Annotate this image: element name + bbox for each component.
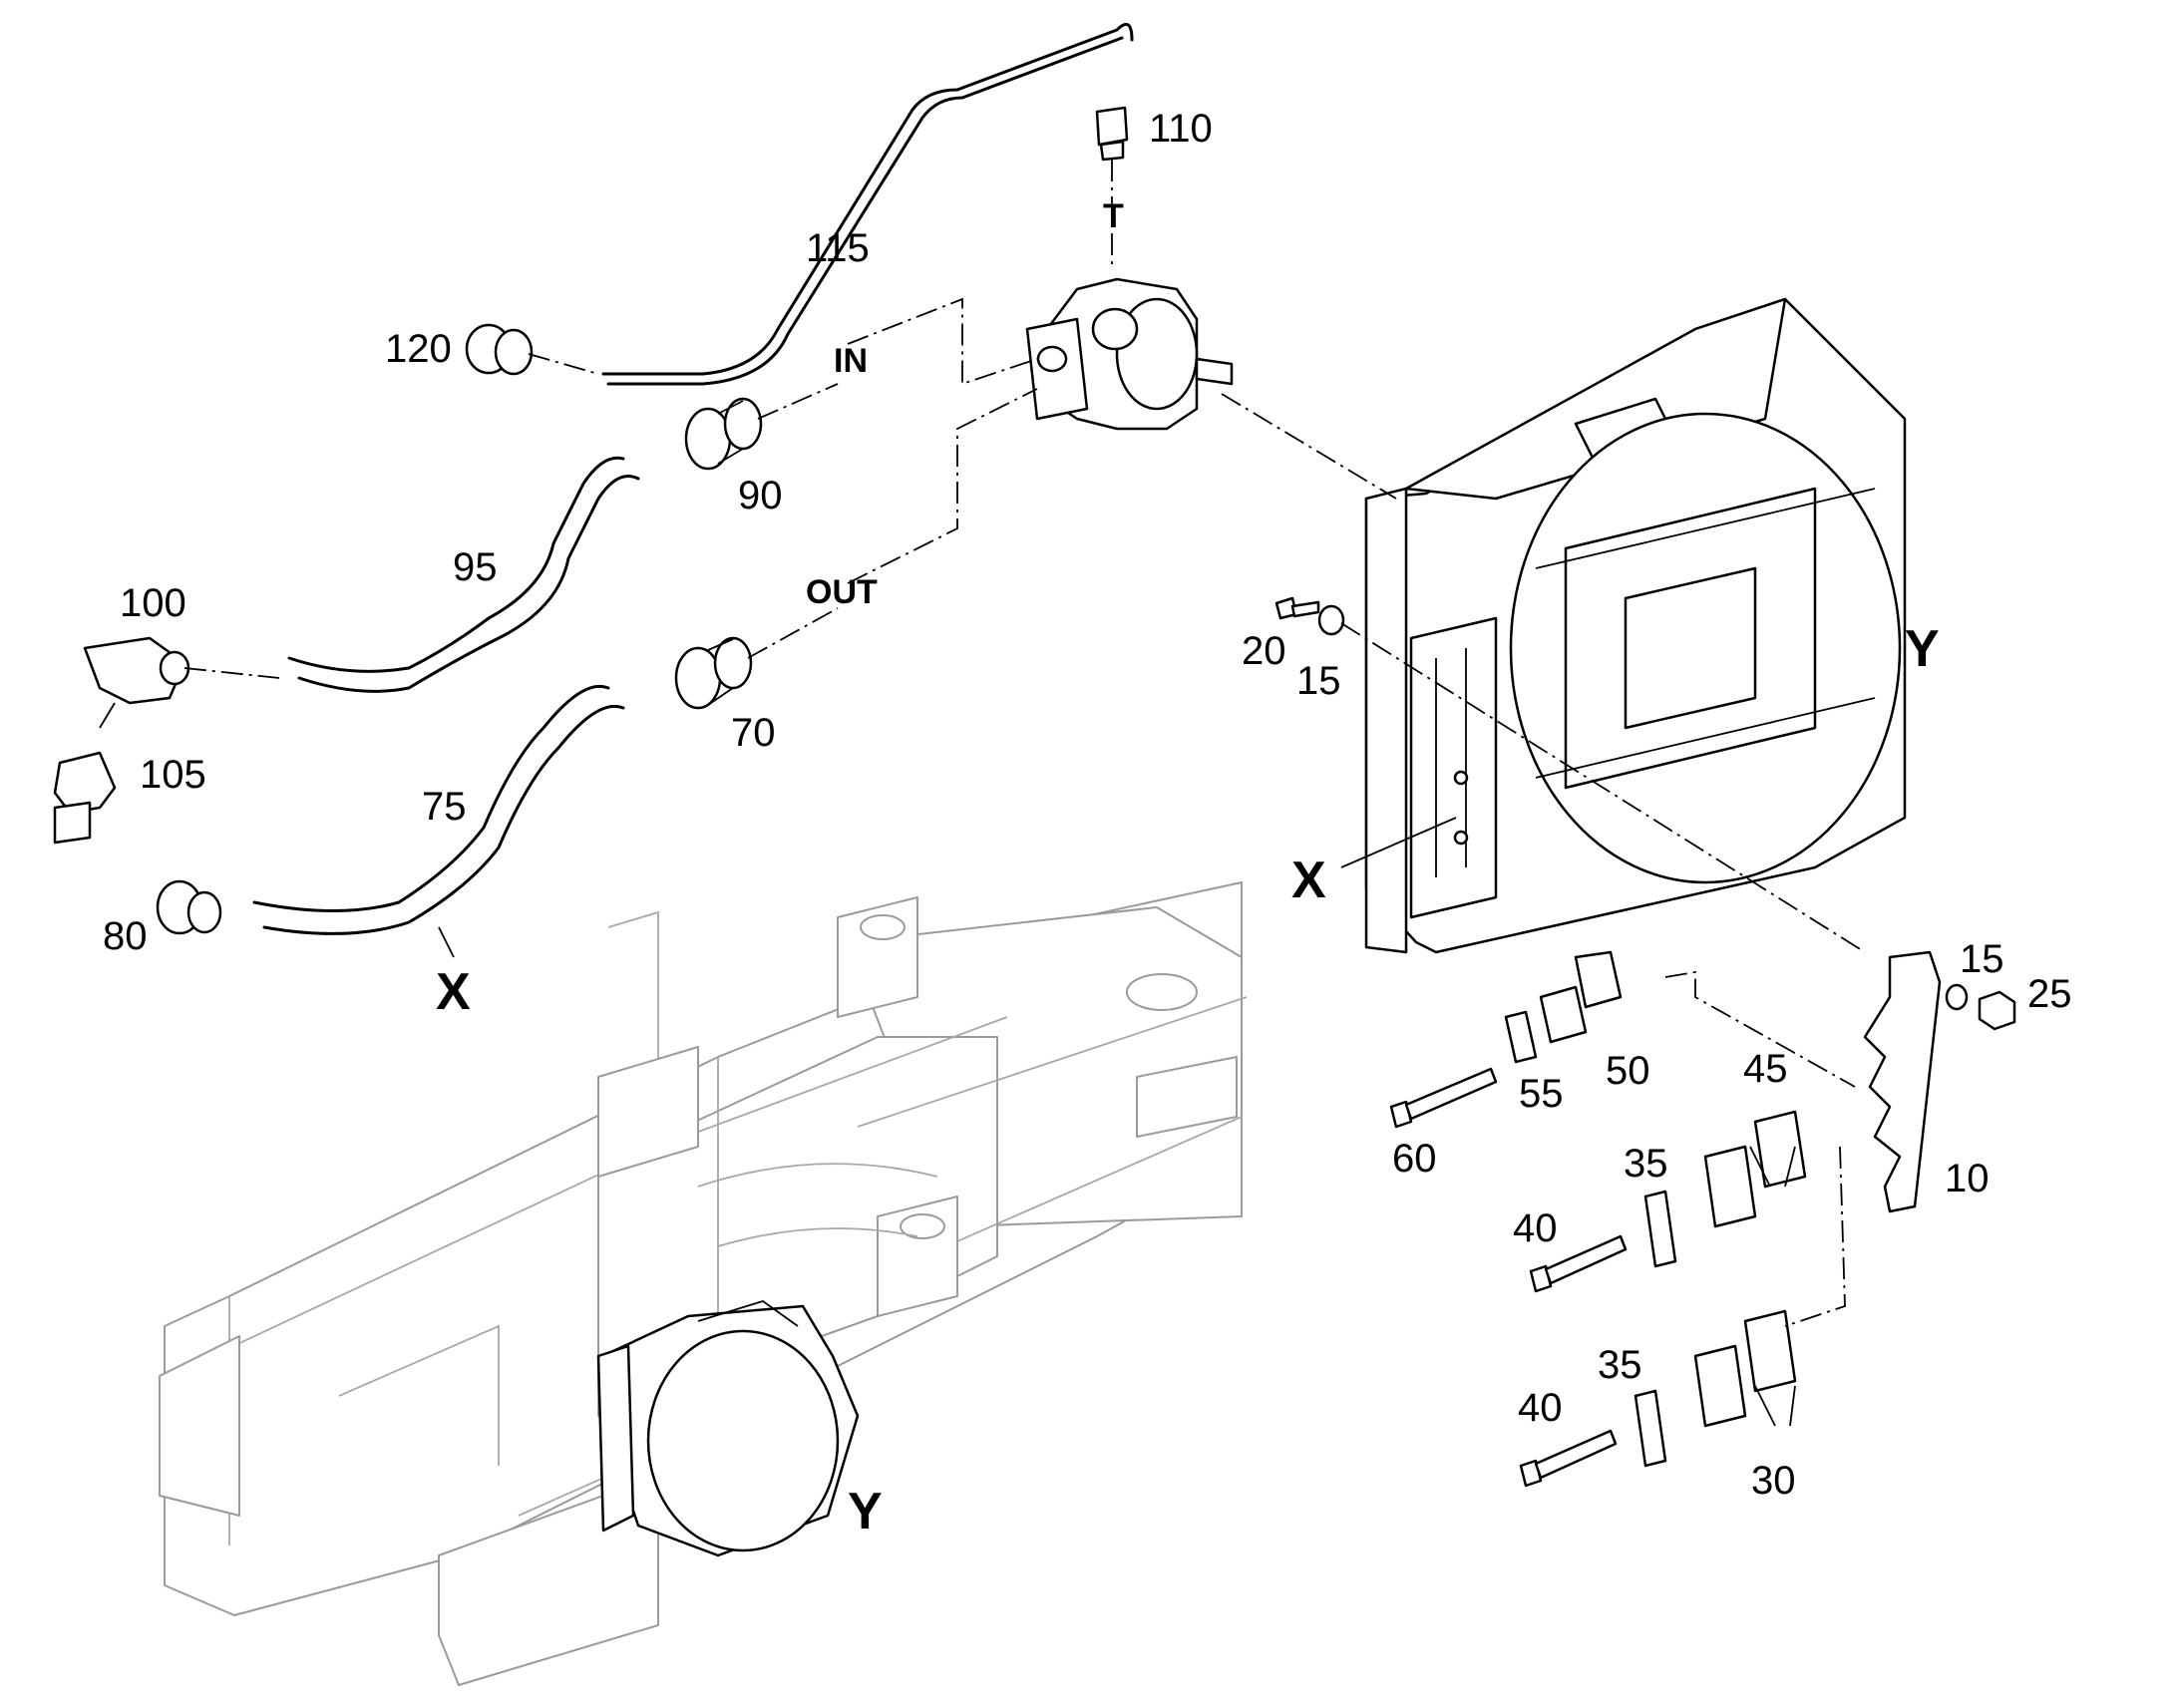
part-label-70: 70: [731, 711, 776, 755]
part-label-95: 95: [453, 545, 498, 589]
nut-80: [156, 879, 222, 935]
tee-fitting-100: [83, 636, 190, 705]
part-label-120: 120: [385, 327, 452, 371]
nut-120: [465, 323, 534, 376]
bolt-60: [1389, 1067, 1498, 1129]
leader-lines: [99, 702, 1796, 1427]
fan-shroud-assembly: [1364, 297, 1907, 954]
clamp-50: [1539, 950, 1623, 1044]
port-label-out: OUT: [806, 573, 878, 611]
valve-105: [53, 751, 117, 845]
reference-letter-x-shroud: X: [1291, 852, 1326, 909]
washer-15-a: [1317, 604, 1345, 636]
part-label-50: 50: [1606, 1049, 1650, 1093]
part-label-115: 115: [806, 226, 870, 270]
plate-35-b: [1634, 1389, 1667, 1468]
fitting-70: [674, 636, 753, 710]
clamp-45: [1703, 1110, 1807, 1228]
nut-25: [1978, 990, 2016, 1031]
part-label-30: 30: [1751, 1459, 1796, 1503]
part-label-105: 105: [140, 753, 206, 797]
bolt-40-b: [1519, 1429, 1618, 1488]
part-label-90: 90: [738, 474, 783, 517]
bolt-40-a: [1529, 1234, 1628, 1293]
part-label-75: 75: [422, 785, 467, 829]
fitting-110: [1095, 106, 1129, 162]
small-fan-shroud: [596, 1300, 860, 1557]
fitting-90: [684, 397, 763, 471]
part-label-45: 45: [1743, 1047, 1788, 1091]
hose-75: [252, 684, 625, 935]
clamp-30: [1693, 1309, 1797, 1428]
part-label-10: 10: [1945, 1157, 1990, 1200]
washer-15-b: [1945, 983, 1969, 1011]
hose-95: [287, 456, 640, 693]
part-label-25: 25: [2027, 972, 2072, 1016]
part-label-15-shroud: 15: [1296, 659, 1341, 703]
part-label-20: 20: [1242, 629, 1286, 673]
pipe-115: [601, 22, 1134, 386]
tractor-frame: [159, 881, 1248, 1686]
part-label-60: 60: [1392, 1137, 1437, 1181]
part-label-110: 110: [1149, 107, 1213, 151]
port-label-t: T: [1103, 197, 1124, 235]
part-label-80: 80: [103, 914, 148, 958]
part-label-15-bracket: 15: [1960, 937, 2004, 981]
reference-letter-y-frame: Y: [848, 1483, 883, 1540]
plate-35-a: [1643, 1190, 1677, 1268]
part-label-55: 55: [1519, 1072, 1564, 1116]
plate-55: [1504, 1010, 1538, 1064]
hydraulic-pump: [1025, 277, 1234, 431]
bracket-10: [1863, 950, 1942, 1213]
part-label-40-lower: 40: [1518, 1386, 1563, 1430]
assembly-lines: [183, 160, 1866, 1327]
part-label-35-lower: 35: [1598, 1343, 1642, 1387]
reference-letter-x-hose: X: [436, 963, 471, 1021]
part-label-35-upper: 35: [1624, 1142, 1668, 1186]
part-label-100: 100: [120, 581, 186, 625]
part-label-40-upper: 40: [1513, 1206, 1558, 1250]
reference-letter-y-shroud: Y: [1905, 620, 1940, 678]
bolt-20: [1274, 596, 1320, 620]
port-label-in: IN: [834, 342, 868, 380]
